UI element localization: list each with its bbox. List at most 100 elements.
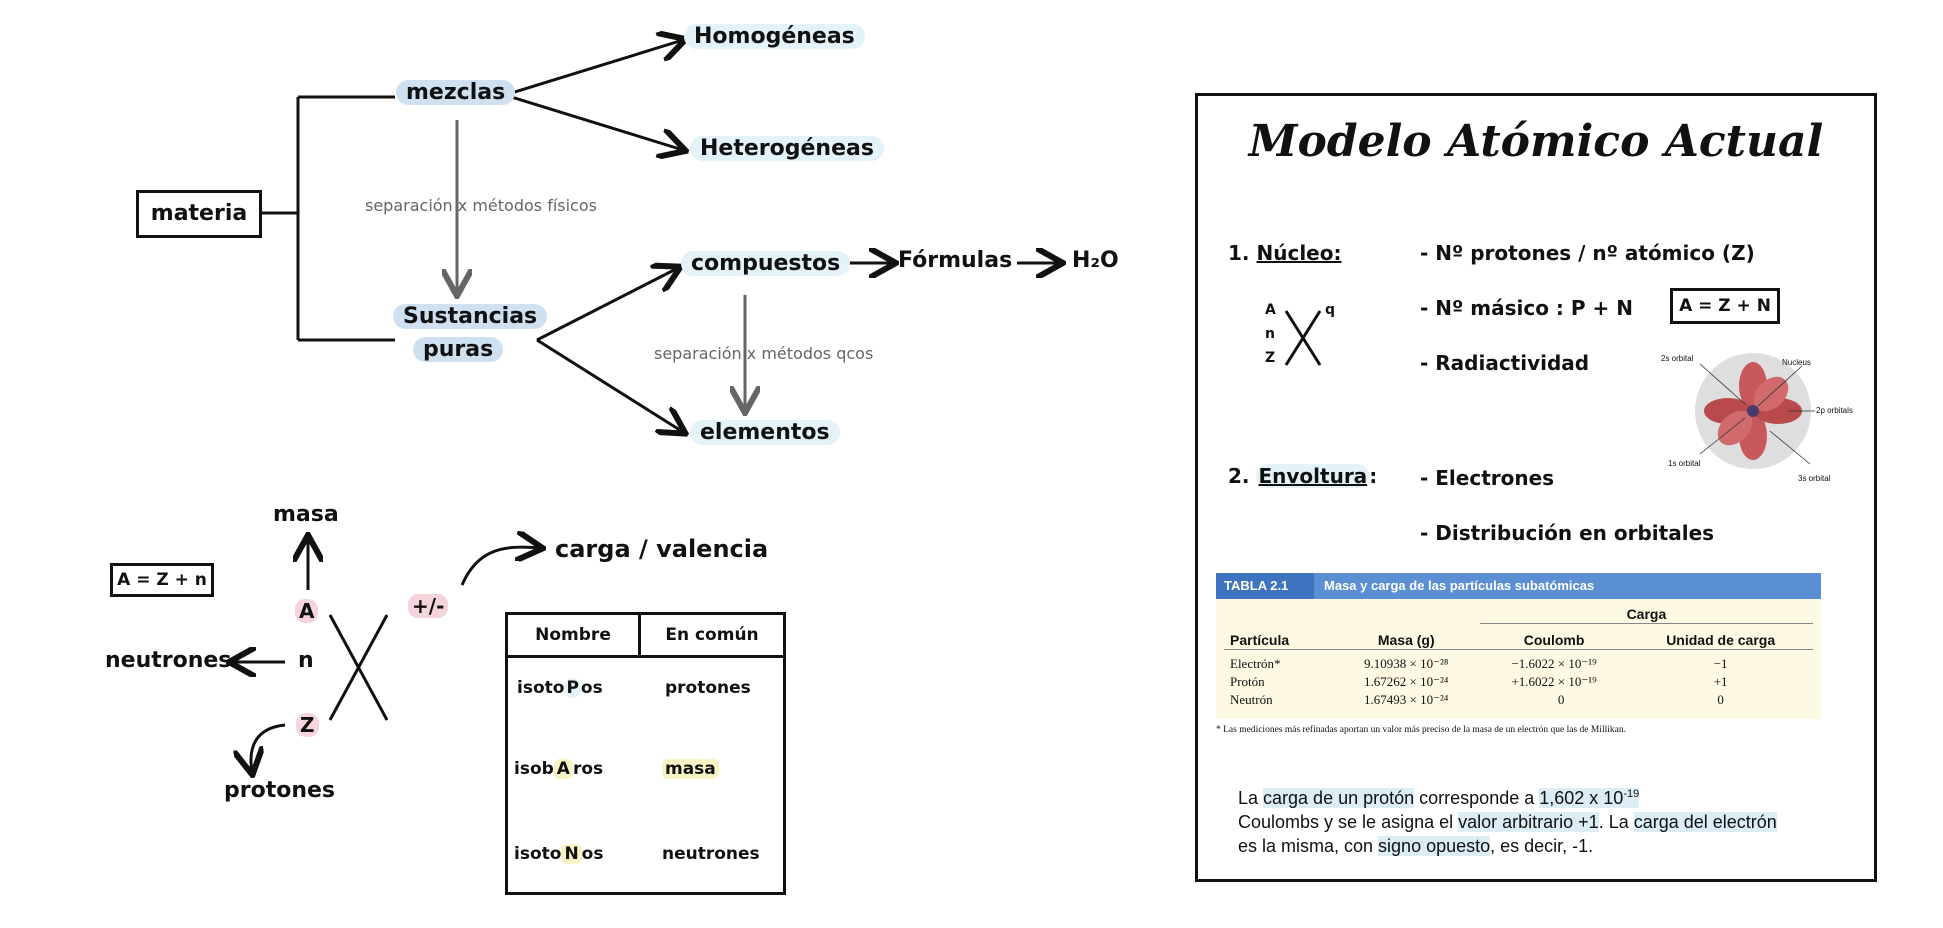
iso-row-3-post: os (581, 844, 604, 864)
envoltura-label: Envoltura (1256, 464, 1370, 488)
iso-row-2-pre: isob (514, 759, 554, 779)
table-footnote: * Las mediciones más refinadas aportan u… (1216, 725, 1626, 735)
charge-sign-label: +/- (408, 594, 449, 618)
formulas-node: Fórmulas (898, 248, 1013, 273)
iso-row-2-letter: A (553, 759, 573, 779)
iso-row-3-letter: N (561, 844, 582, 864)
puras-label: puras (413, 337, 504, 362)
proton-charge-paragraph: La carga de un protón corresponde a 1,60… (1238, 782, 1798, 858)
para-highlight: signo opuesto (1378, 836, 1491, 856)
nucleus-Z: Z (1265, 350, 1276, 366)
para-text: Coulombs (1238, 812, 1320, 832)
elementos-node: elementos (690, 420, 840, 445)
row-proton-mass: 1.67262 × 10⁻²⁴ (1364, 674, 1449, 689)
para-text: y se le asigna el (1319, 812, 1459, 832)
nucleo-number: 1. (1228, 241, 1250, 265)
iso-row-1-pre: isoto (517, 678, 565, 698)
orbital-label-nucleus: Nucleus (1782, 358, 1811, 367)
para-highlight: 1,602 x 10-19 (1539, 788, 1640, 808)
table-group-header: Carga (1479, 605, 1813, 624)
para-highlight: carga de un protón (1263, 788, 1415, 808)
mass-number-symbol: A (295, 599, 319, 623)
neutron-symbol: n (298, 648, 314, 673)
heterogeneas-node: Heterogéneas (690, 136, 884, 161)
elementos-label: elementos (690, 420, 840, 445)
table-caption: Masa y carga de las partículas subatómic… (1324, 578, 1595, 593)
iso-row-2-common-label: masa (662, 759, 719, 779)
nucleo-item-2: - Nº másico : P + N (1420, 296, 1633, 320)
puras-node: puras (413, 337, 504, 362)
particle-table: Carga Partícula Masa (g) Coulomb Unidad … (1224, 605, 1813, 709)
mezclas-node: mezclas (396, 80, 516, 105)
mass-number-letter: A (295, 599, 319, 623)
table-tag: TABLA 2.1 (1216, 573, 1314, 599)
row-proton-unit: +1 (1713, 674, 1728, 689)
nucleus-n: n (1265, 326, 1275, 342)
compuestos-label: compuestos (681, 251, 851, 276)
iso-row-2-common: masa (662, 759, 719, 779)
para-text: La (1238, 788, 1264, 808)
iso-row-3-pre: isoto (514, 844, 562, 864)
para-text: corresponde a (1414, 788, 1540, 808)
envoltura-number: 2. (1228, 464, 1250, 488)
envoltura-heading: 2. Envoltura: (1228, 464, 1378, 488)
nucleo-formula-label: A = Z + N (1679, 296, 1771, 316)
col-masa: Masa (g) (1377, 631, 1435, 648)
nucleo-heading: 1. Núcleo: (1228, 241, 1341, 265)
nucleo-item-3: - Radiactividad (1420, 351, 1590, 375)
h2o-node: H₂O (1072, 248, 1119, 273)
neutrones-label: neutrones (105, 648, 232, 673)
compuestos-node: compuestos (681, 251, 851, 276)
mass-formula-box: A = Z + n (110, 563, 214, 597)
para-text: es la misma, con (1238, 836, 1379, 856)
card-title: Modelo Atómico Actual (1248, 116, 1824, 167)
row-neutron-name: Neutrón (1230, 692, 1273, 707)
para-exponent: -19 (1623, 788, 1640, 800)
orbital-diagram (1695, 353, 1815, 469)
protones-label: protones (224, 778, 336, 803)
envoltura-item-2: - Distribución en orbitales (1420, 521, 1715, 545)
nucleo-label: Núcleo: (1256, 241, 1342, 265)
orbital-label-2s: 2s orbital (1661, 354, 1694, 363)
sustancias-label: Sustancias (393, 304, 548, 329)
row-electron-mass: 9.10938 × 10⁻²⁸ (1364, 656, 1449, 671)
orbital-label-3s: 3s orbital (1798, 474, 1831, 483)
col-particula: Partícula (1230, 631, 1290, 648)
row-proton-name: Protón (1230, 674, 1265, 689)
nucleus-A: A (1265, 302, 1276, 318)
iso-row-2-post: ros (572, 759, 604, 779)
iso-row-1-letter: P (564, 678, 581, 698)
table-row: Neutrón 1.67493 × 10⁻²⁴ 0 0 (1224, 691, 1813, 709)
envoltura-item-1: - Electrones (1420, 466, 1555, 490)
col-unidad: Unidad de carga (1666, 632, 1776, 648)
nucleus-notation-x (1284, 310, 1322, 366)
nucleo-formula-box: A = Z + N (1670, 288, 1780, 324)
table-row: Protón 1.67262 × 10⁻²⁴ +1.6022 × 10⁻¹⁹ +… (1224, 673, 1813, 691)
row-neutron-unit: 0 (1717, 692, 1724, 707)
nucleus-q: q (1325, 302, 1336, 318)
col-coulomb: Coulomb (1523, 632, 1585, 648)
materia-box: materia (136, 190, 262, 238)
atomic-model-card: Modelo Atómico Actual 1. Núcleo: A n Z q… (1195, 93, 1877, 882)
row-neutron-mass: 1.67493 × 10⁻²⁴ (1364, 692, 1449, 707)
table-2-1: TABLA 2.1 Masa y carga de las partículas… (1216, 573, 1821, 735)
row-proton-coulomb: +1.6022 × 10⁻¹⁹ (1511, 674, 1597, 689)
materia-label: materia (150, 201, 248, 226)
separacion-quimicos-note: separación x métodos qcos (654, 344, 874, 363)
masa-label: masa (273, 502, 339, 527)
para-text: . La (1598, 812, 1634, 832)
orbital-label-1s: 1s orbital (1668, 459, 1701, 468)
iso-row-1-common: protones (665, 678, 751, 698)
homogeneas-node: Homogéneas (684, 24, 865, 49)
sustancias-node: Sustancias (393, 304, 548, 329)
para-highlight: carga del electrón (1633, 812, 1777, 832)
row-electron-name: Electrón* (1230, 656, 1281, 671)
mezclas-label: mezclas (396, 80, 516, 105)
nucleo-item-1: - Nº protones / nº atómico (Z) (1420, 241, 1755, 265)
row-electron-unit: −1 (1713, 656, 1728, 671)
iso-row-1-post: os (580, 678, 603, 698)
row-electron-coulomb: −1.6022 × 10⁻¹⁹ (1511, 656, 1597, 671)
